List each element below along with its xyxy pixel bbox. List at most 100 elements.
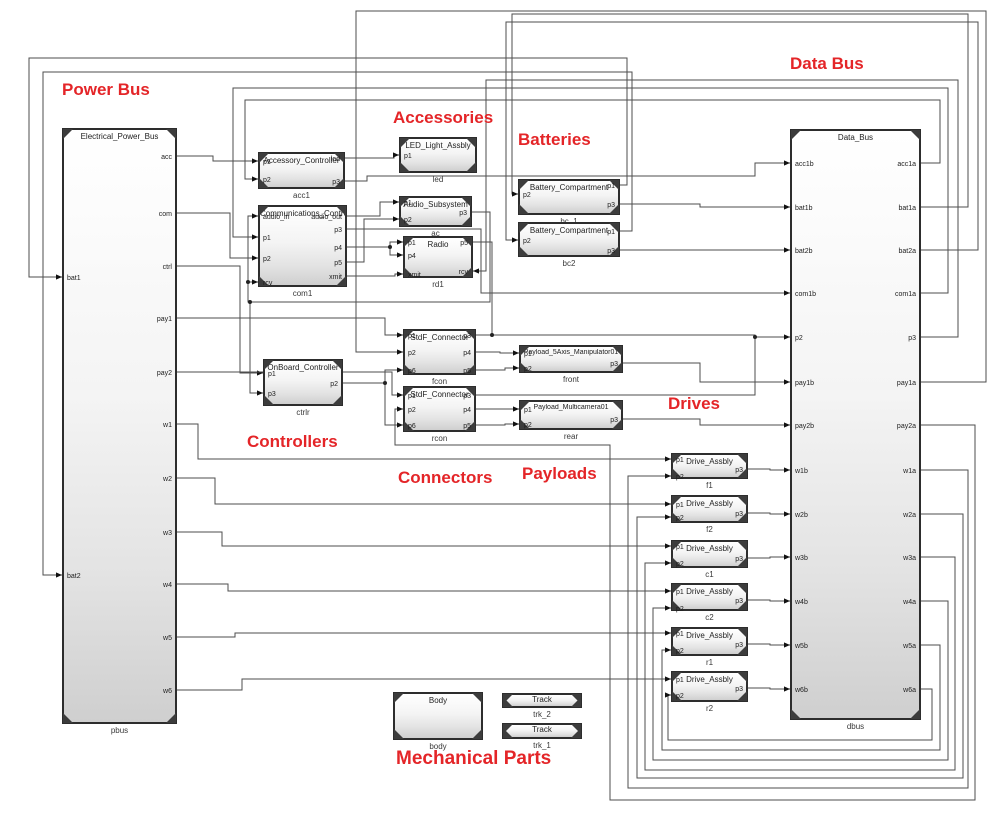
port-dbus-acc1b[interactable]: acc1b [795,161,814,168]
port-pbus-bat1[interactable]: bat1 [67,275,81,282]
port-dbus-w6b[interactable]: w6b [795,687,808,694]
port-front-p1[interactable]: p1 [524,351,532,358]
port-rcon-p4[interactable]: p4 [463,407,471,414]
port-pbus-w4[interactable]: w4 [163,582,172,589]
port-fcon-p2[interactable]: p2 [408,350,416,357]
port-pbus-w6[interactable]: w6 [163,688,172,695]
port-pbus-bat2[interactable]: bat2 [67,573,81,580]
port-pbus-w5[interactable]: w5 [163,635,172,642]
port-dbus-pay2a[interactable]: pay2a [896,423,916,430]
port-pbus-acc[interactable]: acc [161,154,172,161]
port-dbus-p3[interactable]: p3 [908,335,916,342]
port-dbus-com1b[interactable]: com1b [795,291,817,298]
port-f2-p3[interactable]: p3 [735,511,743,518]
port-dbus-w4b[interactable]: w4b [795,599,808,606]
port-pbus-w3[interactable]: w3 [163,530,172,537]
port-dbus-w4a[interactable]: w4a [903,599,916,606]
port-pbus-w2[interactable]: w2 [163,476,172,483]
port-dbus-w1b[interactable]: w1b [795,468,808,475]
port-com1-p5[interactable]: p5 [334,260,342,267]
port-pbus-pay2[interactable]: pay2 [156,370,172,377]
port-fcon-p6[interactable]: p6 [408,368,416,375]
port-ac-p2[interactable]: p2 [404,217,412,224]
port-dbus-bat2b[interactable]: bat2b [795,248,813,255]
block-body[interactable]: Body [393,692,483,740]
port-c2-p1[interactable]: p1 [676,589,684,596]
port-ctrlr-p2[interactable]: p2 [330,381,338,388]
port-bc_1-p1[interactable]: p1 [607,183,615,190]
port-pbus-ctrl[interactable]: ctrl [162,264,172,271]
port-rd1-rcv[interactable]: rcv [458,269,468,276]
port-dbus-pay1b[interactable]: pay1b [795,380,815,387]
port-pbus-w1[interactable]: w1 [163,422,172,429]
port-com1-p1[interactable]: p1 [263,235,271,242]
port-r2-p2[interactable]: p2 [676,693,684,700]
port-rd1-xmit[interactable]: xmit [408,272,421,279]
port-f1-p2[interactable]: p2 [676,474,684,481]
port-com1-audio_out[interactable]: audio_out [311,214,342,221]
port-r2-p3[interactable]: p3 [735,686,743,693]
port-rd1-p4[interactable]: p4 [408,253,416,260]
port-rcon-p2[interactable]: p2 [408,407,416,414]
port-dbus-bat2a[interactable]: bat2a [898,248,916,255]
block-trk_2[interactable]: Track [502,693,582,708]
port-r2-p1[interactable]: p1 [676,677,684,684]
port-rcon-p5[interactable]: p5 [463,423,471,430]
port-rear-p1[interactable]: p1 [524,407,532,414]
port-led-p1[interactable]: p1 [404,153,412,160]
port-rd1-p1[interactable]: p1 [408,240,416,247]
port-r1-p3[interactable]: p3 [735,642,743,649]
port-bc2-p2[interactable]: p2 [523,238,531,245]
port-bc2-p1[interactable]: p1 [607,229,615,236]
port-dbus-com1a[interactable]: com1a [894,291,916,298]
port-rear-p2[interactable]: p2 [524,422,532,429]
block-com1[interactable]: Communications_Controlleraudio_inp1p2rcv… [258,205,347,287]
port-rcon-p3[interactable]: p3 [463,393,471,400]
port-ctrlr-p1[interactable]: p1 [268,371,276,378]
port-f2-p1[interactable]: p1 [676,502,684,509]
port-dbus-w2b[interactable]: w2b [795,512,808,519]
port-ctrlr-p3[interactable]: p3 [268,391,276,398]
port-ac-p1[interactable]: p1 [404,200,412,207]
port-fcon-p1[interactable]: p1 [408,333,416,340]
port-dbus-p2[interactable]: p2 [795,335,803,342]
port-acc1-p1[interactable]: p1 [263,159,271,166]
port-com1-xmit[interactable]: xmit [329,274,342,281]
port-rd1-p5[interactable]: p5 [460,240,468,247]
port-dbus-bat1b[interactable]: bat1b [795,205,813,212]
port-dbus-w5b[interactable]: w5b [795,643,808,650]
port-bc_1-p3[interactable]: p3 [607,202,615,209]
port-f2-p2[interactable]: p2 [676,515,684,522]
port-dbus-w5a[interactable]: w5a [903,643,916,650]
port-r1-p2[interactable]: p2 [676,648,684,655]
port-dbus-pay2b[interactable]: pay2b [795,423,815,430]
port-rcon-p1[interactable]: p1 [408,393,416,400]
port-dbus-w6a[interactable]: w6a [903,687,916,694]
port-dbus-w3a[interactable]: w3a [903,555,916,562]
port-acc1-led[interactable]: led [330,156,340,163]
port-fcon-p3[interactable]: p3 [463,333,471,340]
port-pbus-pay1[interactable]: pay1 [156,316,172,323]
port-rcon-p6[interactable]: p6 [408,423,416,430]
port-rear-p3[interactable]: p3 [610,417,618,424]
port-acc1-p2[interactable]: p2 [263,177,271,184]
port-fcon-p4[interactable]: p4 [463,350,471,357]
port-c1-p1[interactable]: p1 [676,544,684,551]
port-com1-audio_in[interactable]: audio_in [263,214,290,221]
port-dbus-w3b[interactable]: w3b [795,555,808,562]
